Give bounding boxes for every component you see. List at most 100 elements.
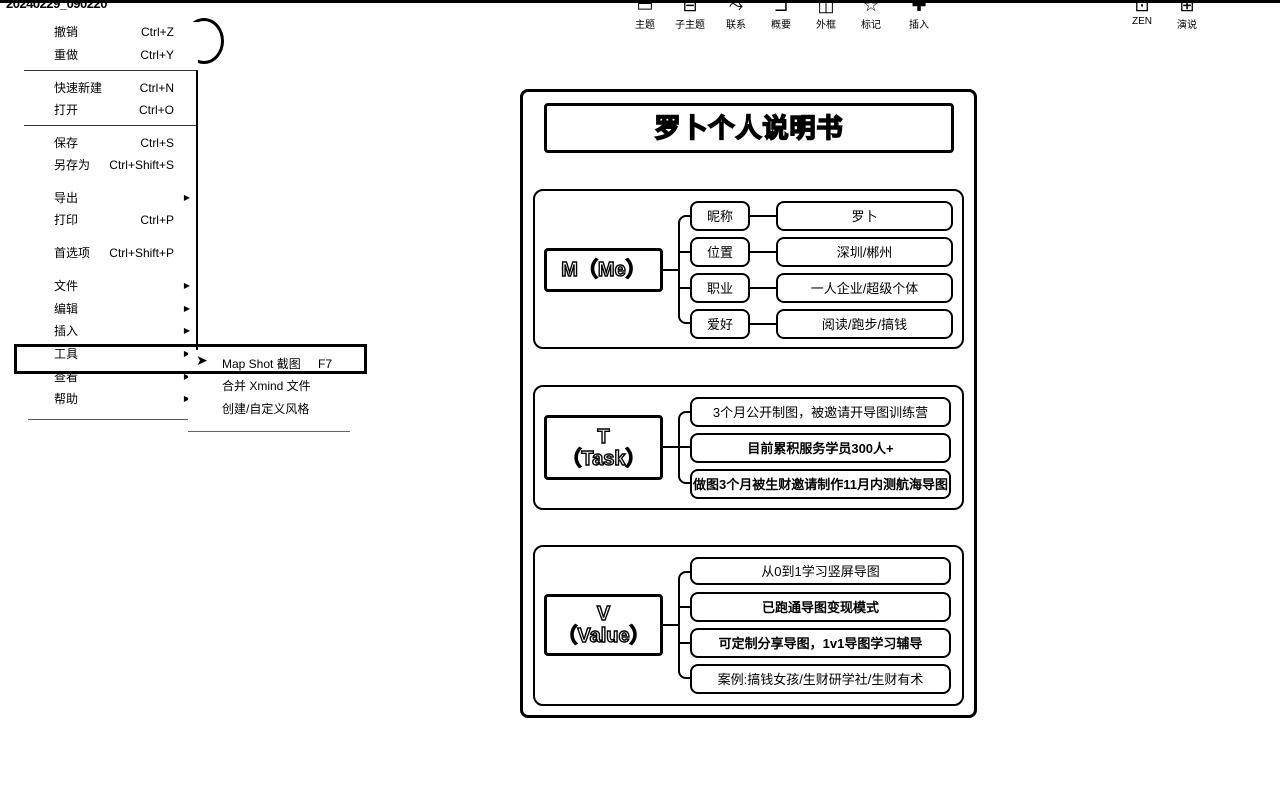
submenu-item-label: 创建/自定义风格 bbox=[222, 402, 310, 416]
menu-item-open[interactable]: 打开 Ctrl+O bbox=[20, 100, 198, 120]
menu-item-shortcut: Ctrl+O bbox=[138, 103, 174, 117]
menu-item-insert[interactable]: 插入 ▶ bbox=[20, 321, 198, 341]
root-topic-me[interactable]: M（Me） bbox=[544, 248, 663, 292]
menu-item-label: 撤销 bbox=[54, 25, 79, 39]
menu-item-label: 工具 bbox=[54, 347, 79, 361]
boundary-icon: ◫ bbox=[817, 0, 835, 14]
value-item[interactable]: 从0到1学习竖屏导图 bbox=[690, 557, 951, 585]
task-item[interactable]: 做图3个月被生财邀请制作11月内测航海导图 bbox=[690, 469, 951, 499]
main-menu: 撤销 Ctrl+Z 重做 Ctrl+Y 快速新建 Ctrl+N 打开 Ctrl+… bbox=[20, 22, 198, 420]
toolbar-pitch-label: 演说 bbox=[1177, 20, 1197, 31]
toolbar-relationship-label: 联系 bbox=[726, 20, 746, 31]
menu-item-label: 快速新建 bbox=[54, 81, 103, 95]
submenu-item-label: 合并 Xmind 文件 bbox=[222, 379, 311, 393]
branch-bracket bbox=[678, 215, 692, 324]
menu-item-file[interactable]: 文件 ▶ bbox=[20, 276, 198, 296]
toolbar-summary-button[interactable]: ⊐ 概要 bbox=[761, 0, 801, 34]
submenu-item-merge-xmind[interactable]: 合并 Xmind 文件 bbox=[222, 377, 311, 395]
summary-icon: ⊐ bbox=[773, 0, 789, 14]
menu-item-label: 帮助 bbox=[54, 392, 79, 406]
toolbar-subtopic-button[interactable]: ⊟ 子主题 bbox=[670, 0, 710, 34]
menu-item-print[interactable]: 打印 Ctrl+P bbox=[20, 210, 198, 230]
connector-line bbox=[678, 642, 692, 644]
tools-highlight-box bbox=[14, 344, 367, 374]
subtopic-value[interactable]: 罗卜 bbox=[776, 201, 953, 231]
value-item[interactable]: 已跑通导图变现模式 bbox=[690, 592, 951, 622]
root-topic-sublabel: （Value） bbox=[557, 624, 651, 647]
section-task bbox=[533, 385, 964, 510]
connector-line bbox=[663, 269, 679, 271]
file-title: 20240229_090220 bbox=[6, 0, 107, 11]
submenu-item-custom-style[interactable]: 创建/自定义风格 bbox=[222, 400, 309, 418]
task-item[interactable]: 目前累积服务学员300人+ bbox=[690, 433, 951, 463]
pitch-icon: ⊞ bbox=[1179, 0, 1195, 14]
menu-separator bbox=[24, 125, 196, 126]
toolbar-boundary-button[interactable]: ◫ 外框 bbox=[806, 0, 846, 34]
root-topic-label: V bbox=[596, 602, 611, 625]
menu-item-shortcut: Ctrl+Shift+P bbox=[109, 246, 174, 260]
menu-item-export[interactable]: 导出 ▶ bbox=[20, 188, 198, 208]
toolbar-insert-button[interactable]: ✚ 插入 bbox=[899, 0, 939, 34]
menu-item-help[interactable]: 帮助 ▶ bbox=[20, 389, 198, 409]
menu-item-label: 保存 bbox=[54, 136, 79, 150]
menu-separator bbox=[24, 70, 196, 71]
menu-item-label: 另存为 bbox=[54, 158, 91, 172]
subtopic-key[interactable]: 职业 bbox=[690, 273, 750, 303]
section-me bbox=[533, 189, 964, 349]
chevron-right-icon: ▶ bbox=[183, 304, 190, 313]
subtopic-key[interactable]: 爱好 bbox=[690, 309, 750, 339]
section-value bbox=[533, 545, 964, 706]
menu-item-shortcut: Ctrl+P bbox=[140, 213, 174, 227]
task-item[interactable]: 3个月公开制图，被邀请开导图训练营 bbox=[690, 397, 951, 427]
subtopic-key[interactable]: 昵称 bbox=[690, 201, 750, 231]
submenu-item-map-shot[interactable]: Map Shot 截图 F7 bbox=[222, 355, 332, 373]
chevron-right-icon: ▶ bbox=[183, 349, 190, 358]
toolbar-relationship-button[interactable]: ⤳ 联系 bbox=[716, 0, 756, 34]
connector-line bbox=[750, 287, 778, 289]
toolbar-topic-button[interactable]: ▭ 主题 bbox=[625, 0, 665, 34]
root-topic-value[interactable]: V （Value） bbox=[544, 594, 663, 656]
relationship-icon: ⤳ bbox=[728, 0, 744, 14]
chevron-right-icon: ▶ bbox=[183, 281, 190, 290]
branch-bracket bbox=[678, 571, 692, 679]
toolbar-marker-button[interactable]: ☆ 标记 bbox=[851, 0, 891, 34]
menu-item-label: 导出 bbox=[54, 191, 79, 205]
outline-icon: ▭ bbox=[636, 0, 654, 14]
tools-submenu: Map Shot 截图 F7 合并 Xmind 文件 创建/自定义风格 bbox=[188, 350, 350, 432]
subtopic-key[interactable]: 位置 bbox=[690, 237, 750, 267]
menu-item-redo[interactable]: 重做 Ctrl+Y bbox=[20, 45, 198, 65]
connector-line bbox=[750, 251, 778, 253]
toolbar-topic-label: 主题 bbox=[635, 20, 655, 31]
root-topic-label: M（Me） bbox=[561, 258, 647, 281]
chevron-right-icon: ▶ bbox=[183, 326, 190, 335]
value-item[interactable]: 案例:搞钱女孩/生财研学社/生财有术 bbox=[690, 664, 951, 694]
menu-item-quick-new[interactable]: 快速新建 Ctrl+N bbox=[20, 78, 198, 98]
menu-item-undo[interactable]: 撤销 Ctrl+Z bbox=[20, 22, 198, 42]
menu-item-shortcut: Ctrl+Y bbox=[140, 48, 174, 62]
toolbar-insert-label: 插入 bbox=[909, 20, 929, 31]
root-topic-task[interactable]: T （Task） bbox=[544, 415, 663, 480]
menu-item-save[interactable]: 保存 Ctrl+S bbox=[20, 133, 198, 153]
insert-icon: ✚ bbox=[911, 0, 927, 14]
menu-item-preferences[interactable]: 首选项 Ctrl+Shift+P bbox=[20, 243, 198, 263]
toolbar-zen-button[interactable]: ⊡ ZEN bbox=[1122, 0, 1162, 34]
root-topic-label: T bbox=[597, 425, 611, 448]
menu-item-tools[interactable]: 工具 ▶ bbox=[20, 344, 198, 364]
menu-item-label: 打开 bbox=[54, 103, 79, 117]
mindmap-title[interactable]: 罗卜个人说明书 bbox=[544, 103, 954, 153]
subtopic-value[interactable]: 阅读/跑步/搞钱 bbox=[776, 309, 953, 339]
subtopic-value[interactable]: 一人企业/超级个体 bbox=[776, 273, 953, 303]
connector-line bbox=[678, 287, 692, 289]
mouse-cursor-icon: ➤ bbox=[196, 352, 208, 368]
chevron-right-icon: ▶ bbox=[183, 394, 190, 403]
connector-line bbox=[678, 606, 692, 608]
toolbar-subtopic-label: 子主题 bbox=[675, 20, 705, 31]
toolbar-pitch-button[interactable]: ⊞ 演说 bbox=[1167, 0, 1207, 34]
menu-item-save-as[interactable]: 另存为 Ctrl+Shift+S bbox=[20, 155, 198, 175]
menu-item-label: 文件 bbox=[54, 279, 79, 293]
menu-item-edit[interactable]: 编辑 ▶ bbox=[20, 299, 198, 319]
subtopic-icon: ⊟ bbox=[682, 0, 698, 14]
menu-item-shortcut: Ctrl+Shift+S bbox=[109, 158, 174, 172]
subtopic-value[interactable]: 深圳/郴州 bbox=[776, 237, 953, 267]
value-item[interactable]: 可定制分享导图，1v1导图学习辅导 bbox=[690, 628, 951, 658]
